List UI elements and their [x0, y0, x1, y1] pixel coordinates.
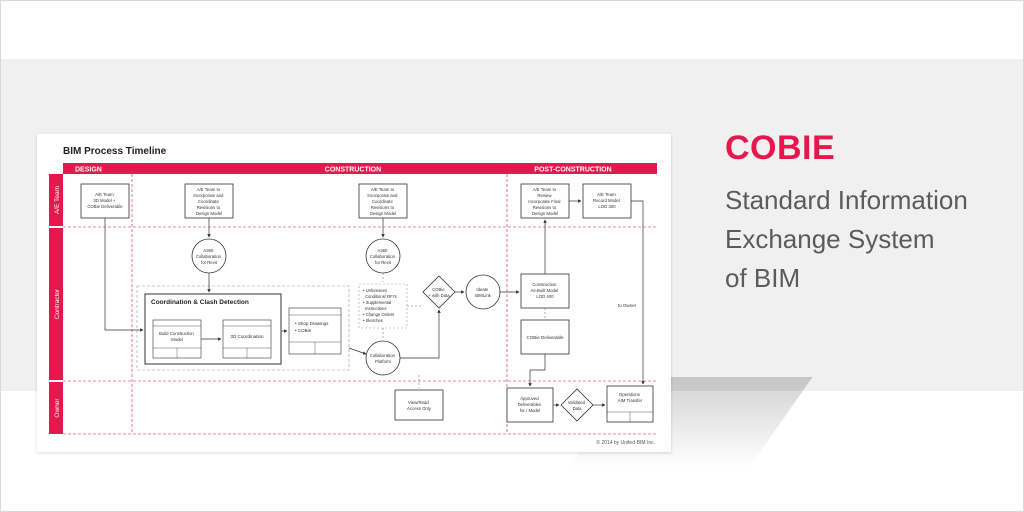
node-view-read: View/Read Access Only — [394, 389, 444, 421]
node-rfi-list: • Unforeseen Conditions/ RFI's • Supplem… — [358, 283, 408, 329]
lane-label-ae — [49, 174, 63, 226]
node-approved: Approved Deliverables for / Model — [506, 387, 554, 423]
svg-text:• Unforeseen Conditi: • Unforeseen Conditions/ RFI's • Supplem… — [363, 288, 398, 323]
svg-text:A/E Team to Review: A/E Team to Review Incorporate Final Rev… — [528, 187, 561, 216]
node-a360-1: A360 Collaboration for Revit — [191, 238, 227, 274]
svg-text:A/E Team 3D Model +: A/E Team 3D Model + COBie Deliverable — [87, 192, 123, 209]
svg-text:Construction As-Buil: Construction As-Built Model LOD 400 — [531, 282, 560, 299]
svg-text:Ideate BIMLink: Ideate BIMLink — [475, 287, 491, 298]
svg-text:Approved Deliverable: Approved Deliverables for / Model — [518, 396, 543, 413]
subtitle-line-1: Standard Information — [725, 185, 968, 215]
subtitle-line-2: Exchange System — [725, 224, 935, 254]
svg-text:A360 Collaboration: A360 Collaboration for Revit — [370, 248, 397, 265]
node-coordination-clash: Coordination & Clash Detection Build Con… — [144, 293, 282, 365]
svg-text:Build Construction M: Build Construction Model — [159, 331, 195, 342]
lane-label-owner — [49, 382, 63, 434]
svg-text:A/E Team Record Mode: A/E Team Record Model LOD 300 — [593, 192, 621, 209]
node-cobie-deliverable: COBie Deliverable — [520, 319, 570, 355]
svg-text:• Shop Drawings • CO: • Shop Drawings • COBie — [295, 321, 330, 333]
brand-subtitle: Standard Information Exchange System of … — [725, 181, 1015, 298]
svg-text:A/E Team to Incorpor: A/E Team to Incorporate and Coordinate R… — [193, 187, 224, 216]
lane-text-contractor: Contractor — [54, 288, 61, 319]
node-ideate: Ideate BIMLink — [465, 274, 501, 310]
node-operations: Operations AIM Transfer — [606, 385, 654, 423]
svg-text:Coordination & Clash Detection: Coordination & Clash Detection — [151, 299, 249, 306]
node-generate-docs: • Shop Drawings • COBie — [288, 307, 342, 355]
lane-text-ae: A/E Team — [54, 186, 61, 214]
lane-label-contractor — [49, 228, 63, 380]
node-a360-2: A360 Collaboration for Revit — [365, 238, 401, 274]
connectors — [104, 199, 645, 407]
node-ae-record: A/E Team Record Model LOD 300 — [582, 183, 632, 219]
subtitle-line-3: of BIM — [725, 263, 801, 293]
svg-text:A360 Collaboration: A360 Collaboration for Revit — [196, 248, 223, 265]
svg-text:3D Coordination: 3D Coordination — [230, 334, 264, 339]
phase-construction: CONSTRUCTION — [325, 167, 381, 174]
node-ae-incorporate-2: A/E Team to Incorporate and Coordinate R… — [358, 183, 408, 219]
svg-text:Operations AIM Trans: Operations AIM Transfer — [618, 392, 643, 403]
brand-title: COBIE — [725, 129, 836, 167]
svg-text:COBie Deliverable: COBie Deliverable — [526, 335, 564, 340]
dashed-connectors — [382, 273, 546, 388]
svg-text:A/E Team to Incorpor: A/E Team to Incorporate and Coordinate R… — [367, 187, 398, 216]
node-construction-model: Construction As-Built Model LOD 400 — [520, 273, 570, 309]
node-validated: Validated Data — [560, 388, 594, 422]
phase-bar — [63, 163, 657, 174]
svg-text:Collaboration Platfo: Collaboration Platform — [370, 353, 397, 364]
phase-post-construction: POST-CONSTRUCTION — [534, 167, 611, 174]
node-cobie-data: COBie + with Data — [422, 275, 456, 309]
svg-text:COBie + with Data: COBie + with Data — [428, 287, 450, 298]
to-owner-label: to Owner — [618, 303, 637, 308]
svg-text:Validated Data: Validated Data — [568, 400, 586, 411]
diagram-title: BIM Process Timeline — [63, 146, 167, 157]
svg-text:View/Read Access Onl: View/Read Access Only — [407, 400, 432, 411]
lane-text-owner: Owner — [54, 398, 61, 418]
node-ae-design: A/E Team 3D Model + COBie Deliverable — [80, 183, 130, 219]
phase-design: DESIGN — [75, 167, 102, 174]
node-ae-review: A/E Team to Review Incorporate Final Rev… — [520, 183, 570, 219]
diagram-copyright: © 2014 by United-BIM Inc. — [596, 439, 655, 446]
bim-process-diagram: BIM Process Timeline DESIGN CONSTRUCTION… — [49, 146, 657, 446]
diagram-card: BIM Process Timeline DESIGN CONSTRUCTION… — [37, 134, 671, 452]
node-collaboration-platform: Collaboration Platform — [365, 340, 401, 376]
node-ae-incorporate-1: A/E Team to Incorporate and Coordinate R… — [184, 183, 234, 219]
